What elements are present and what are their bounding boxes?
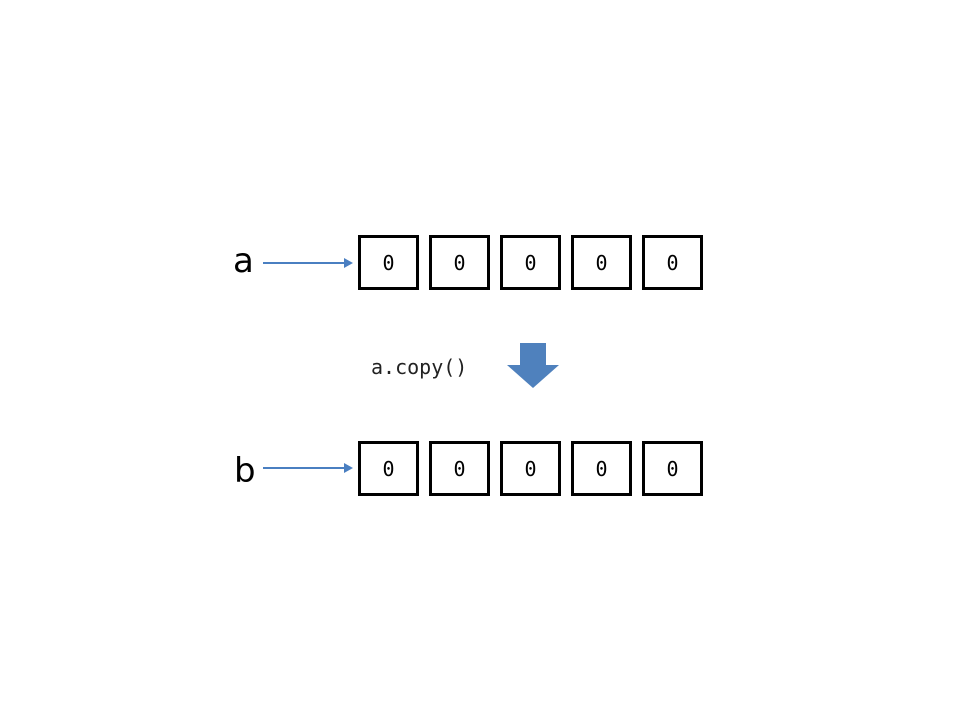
array-b-cell: 0 — [358, 441, 419, 496]
pointer-arrow-b — [263, 463, 353, 473]
variable-label-b: b — [234, 451, 256, 491]
pointer-arrow-a — [263, 258, 353, 268]
array-b-cell: 0 — [642, 441, 703, 496]
array-a: 0 0 0 0 0 — [358, 235, 703, 291]
array-b-cell: 0 — [500, 441, 561, 496]
array-a-cell: 0 — [642, 235, 703, 290]
array-a-cell: 0 — [358, 235, 419, 290]
variable-label-a: a — [233, 241, 254, 281]
operation-label: a.copy() — [371, 355, 468, 379]
array-a-cell: 0 — [429, 235, 490, 290]
array-b-cell: 0 — [429, 441, 490, 496]
down-arrow-icon — [507, 343, 559, 388]
array-b: 0 0 0 0 0 — [358, 441, 703, 497]
array-a-cell: 0 — [571, 235, 632, 290]
array-a-cell: 0 — [500, 235, 561, 290]
array-b-cell: 0 — [571, 441, 632, 496]
